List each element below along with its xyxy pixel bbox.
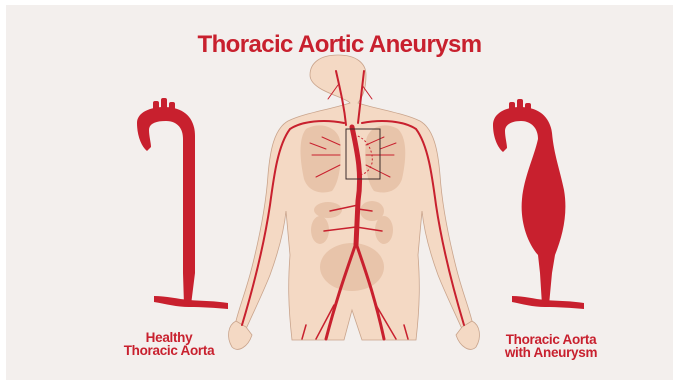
aneurysm-aorta-label: Thoracic Aorta with Aneurysm <box>486 333 616 359</box>
aneurysm-label-line2: with Aneurysm <box>486 346 616 359</box>
anatomy-drawing <box>6 5 673 380</box>
healthy-aorta <box>137 98 228 309</box>
illustration-canvas: Thoracic Aortic Aneurysm <box>6 5 673 380</box>
aneurysm-aorta <box>493 99 584 309</box>
healthy-aorta-label: Healthy Thoracic Aorta <box>104 331 234 357</box>
human-torso <box>229 55 480 349</box>
healthy-label-line2: Thoracic Aorta <box>104 344 234 357</box>
